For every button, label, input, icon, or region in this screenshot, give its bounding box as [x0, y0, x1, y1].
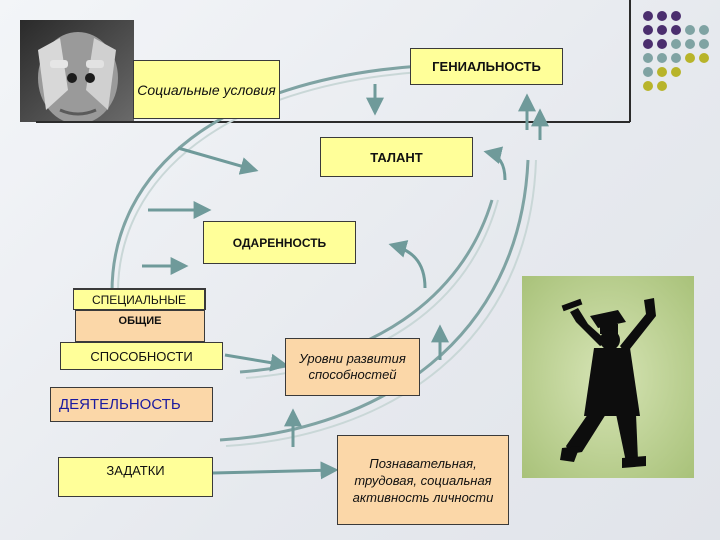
graduate-jumping-silhouette	[522, 276, 694, 478]
talent-box: ТАЛАНТ	[320, 137, 473, 177]
social-conditions-box: Социальные условия	[133, 60, 280, 119]
special-abilities-box: СПЕЦИАЛЬНЫЕ	[73, 288, 206, 310]
talent-label: ТАЛАНТ	[370, 149, 423, 165]
genius-box: ГЕНИАЛЬНОСТЬ	[410, 48, 563, 85]
header-vertical-rule	[629, 0, 631, 122]
cognitive-activity-label: Познавательная, трудовая, социальная акт…	[352, 455, 494, 505]
decorative-dot-grid	[643, 11, 709, 91]
child-covering-eyes-photo	[20, 20, 134, 122]
levels-label: Уровни развития способностей	[299, 351, 406, 382]
activity-box: ДЕЯТЕЛЬНОСТЬ	[50, 387, 213, 422]
header-rule	[36, 121, 630, 123]
cognitive-activity-box: Познавательная, трудовая, социальная акт…	[337, 435, 509, 525]
activity-label: ДЕЯТЕЛЬНОСТЬ	[59, 396, 181, 413]
giftedness-label: ОДАРЕННОСТЬ	[232, 235, 327, 250]
special-abilities-label: СПЕЦИАЛЬНЫЕ	[91, 292, 187, 307]
inclinations-label: ЗАДАТКИ	[106, 463, 165, 478]
levels-box: Уровни развития способностей	[285, 338, 420, 396]
abilities-box: СПОСОБНОСТИ	[60, 342, 223, 370]
general-abilities-label: ОБЩИЕ	[118, 315, 162, 327]
inclinations-box: ЗАДАТКИ	[58, 457, 213, 497]
abilities-label: СПОСОБНОСТИ	[90, 348, 193, 364]
general-abilities-box: ОБЩИЕ	[75, 310, 205, 342]
genius-label: ГЕНИАЛЬНОСТЬ	[432, 59, 541, 74]
giftedness-box: ОДАРЕННОСТЬ	[203, 221, 356, 264]
social-conditions-label: Социальные условия	[137, 81, 276, 98]
